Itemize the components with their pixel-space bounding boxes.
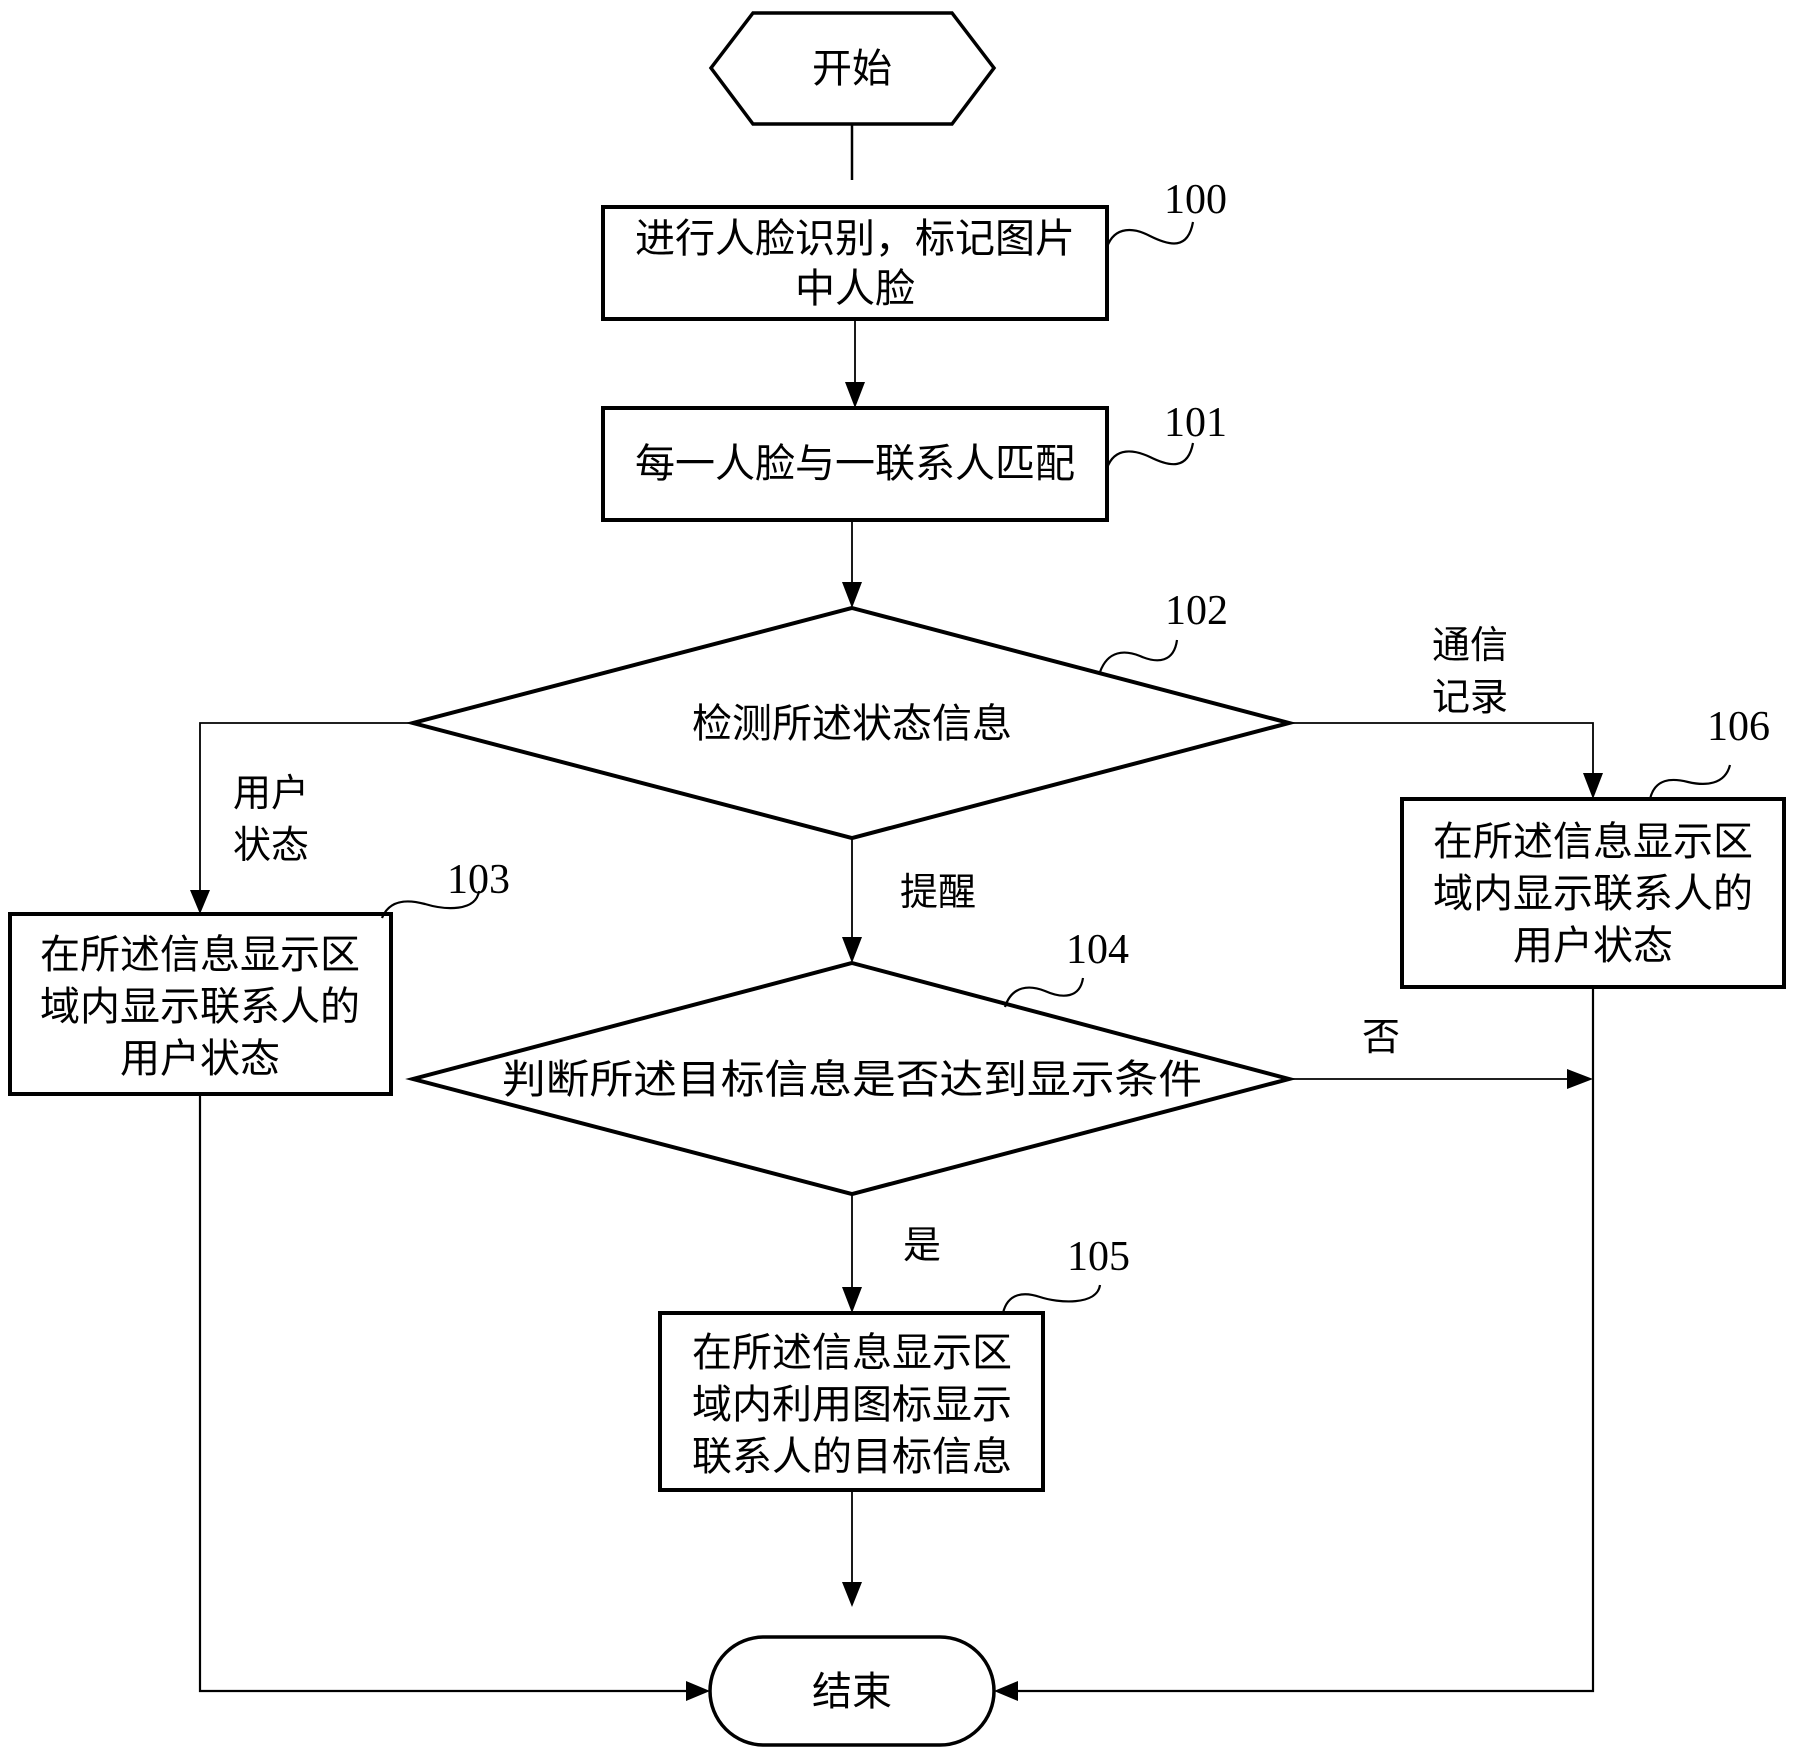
arrowhead-end-top xyxy=(842,1582,862,1607)
node-start: 开始 xyxy=(708,11,997,126)
node-103: 在所述信息显示区 域内显示联系人的 用户状态 xyxy=(8,912,393,1096)
edge-102-to-106 xyxy=(1289,722,1594,780)
edge-label-remind: 提醒 xyxy=(900,870,976,914)
ref-102: 102 xyxy=(1165,588,1228,634)
edge-label-user-state-2: 状态 xyxy=(233,823,309,867)
start-hexagon xyxy=(708,11,997,126)
connectors xyxy=(190,124,1603,1701)
arrowhead-end-left xyxy=(686,1681,710,1701)
node-103-line-2: 域内显示联系人的 xyxy=(40,984,360,1030)
node-106-line-3: 用户状态 xyxy=(1513,923,1673,969)
leader-104 xyxy=(1003,977,1085,1008)
arrowhead-104 xyxy=(842,937,862,963)
arrowhead-106 xyxy=(1583,773,1603,799)
edge-label-comm-record-2: 记录 xyxy=(1432,675,1508,719)
arrowhead-105 xyxy=(842,1287,862,1313)
arrowhead-102 xyxy=(842,582,862,608)
node-105: 在所述信息显示区 域内利用图标显示 联系人的目标信息 xyxy=(658,1311,1045,1492)
process-box-103 xyxy=(8,912,393,1096)
node-102: 检测所述状态信息 xyxy=(405,605,1297,841)
leader-105 xyxy=(1001,1284,1102,1314)
node-101-line-1: 每一人脸与一联系人匹配 xyxy=(635,441,1075,487)
decision-diamond-104 xyxy=(405,960,1297,1197)
end-label: 结束 xyxy=(812,1669,892,1715)
leader-102 xyxy=(1098,639,1179,673)
node-103-line-1: 在所述信息显示区 xyxy=(40,932,360,978)
ref-101: 101 xyxy=(1164,400,1227,446)
edge-102-to-103 xyxy=(199,722,413,896)
ref-106: 106 xyxy=(1707,704,1770,750)
ref-104: 104 xyxy=(1066,927,1129,973)
decision-diamond-102 xyxy=(405,605,1297,841)
node-106-line-1: 在所述信息显示区 xyxy=(1433,819,1753,865)
node-105-line-3: 联系人的目标信息 xyxy=(692,1434,1012,1480)
node-104: 判断所述目标信息是否达到显示条件 xyxy=(405,960,1297,1197)
ref-103: 103 xyxy=(447,857,510,903)
arrowhead-103 xyxy=(190,890,210,914)
leader-101 xyxy=(1105,442,1195,469)
process-box-101 xyxy=(601,406,1109,522)
node-102-label: 检测所述状态信息 xyxy=(692,701,1012,747)
process-box-105 xyxy=(658,1311,1045,1492)
end-terminal xyxy=(708,1635,996,1747)
node-105-line-1: 在所述信息显示区 xyxy=(692,1330,1012,1376)
edge-label-comm-record-1: 通信 xyxy=(1432,623,1508,667)
arrowhead-101 xyxy=(845,382,865,408)
edge-label-yes: 是 xyxy=(903,1223,941,1267)
ref-105: 105 xyxy=(1067,1234,1130,1280)
node-end: 结束 xyxy=(708,1635,996,1747)
arrowhead-no xyxy=(1567,1069,1593,1089)
ref-100: 100 xyxy=(1164,177,1227,223)
node-106-line-2: 域内显示联系人的 xyxy=(1433,871,1753,917)
node-100-line-1: 进行人脸识别，标记图片 xyxy=(635,216,1075,262)
arrowhead-end-right xyxy=(994,1681,1018,1701)
edge-106-to-end xyxy=(1012,987,1595,1693)
edge-label-user-state-1: 用户 xyxy=(233,771,309,815)
reference-labels: 100 101 102 103 104 105 106 xyxy=(380,177,1770,1314)
process-box-106 xyxy=(1400,797,1786,989)
node-105-line-2: 域内利用图标显示 xyxy=(692,1382,1012,1428)
leader-106 xyxy=(1648,764,1732,800)
leader-103 xyxy=(380,890,481,919)
start-label: 开始 xyxy=(812,46,892,92)
node-106: 在所述信息显示区 域内显示联系人的 用户状态 xyxy=(1400,797,1786,989)
edge-label-no: 否 xyxy=(1362,1015,1400,1059)
edge-labels: 用户 状态 通信 记录 提醒 否 是 xyxy=(233,623,1508,1267)
edge-103-to-end xyxy=(198,1094,692,1693)
leader-100 xyxy=(1105,221,1195,248)
process-box-100 xyxy=(601,205,1109,321)
node-100: 进行人脸识别，标记图片 中人脸 xyxy=(601,205,1109,321)
node-103-line-3: 用户状态 xyxy=(120,1036,280,1082)
node-100-line-2: 中人脸 xyxy=(795,266,915,312)
node-101: 每一人脸与一联系人匹配 xyxy=(601,406,1109,522)
node-104-label: 判断所述目标信息是否达到显示条件 xyxy=(502,1057,1202,1103)
